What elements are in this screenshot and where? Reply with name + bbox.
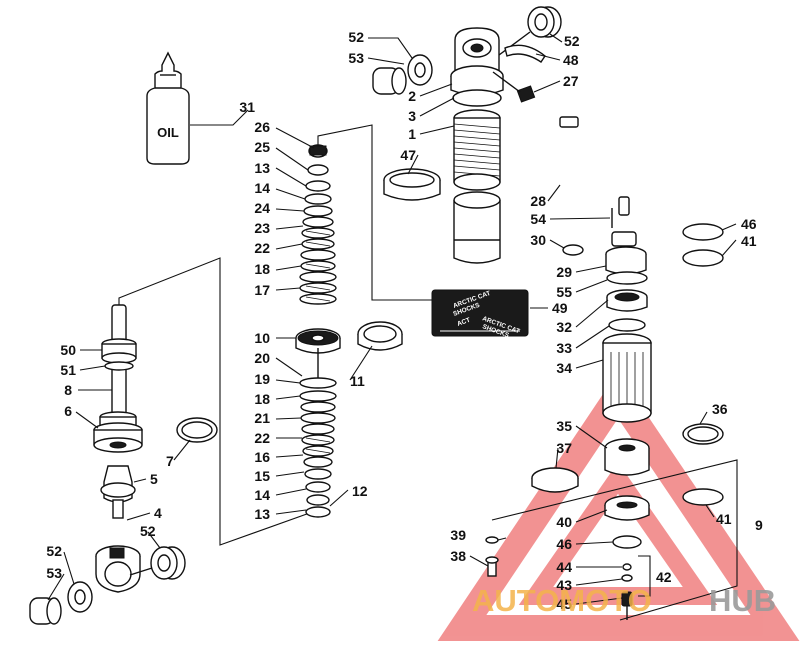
- callout-18-lower: 18: [254, 391, 270, 407]
- callout-55: 55: [556, 284, 572, 300]
- callout-9: 9: [755, 517, 763, 533]
- oil-bottle: OIL: [146, 51, 190, 165]
- callout-44: 44: [556, 559, 572, 575]
- callout-41-upper: 41: [741, 233, 757, 249]
- callout-14-lower: 14: [254, 487, 270, 503]
- reservoir-assembly: [485, 116, 724, 620]
- callout-13-upper: 13: [254, 160, 270, 176]
- callout-29: 29: [556, 264, 572, 280]
- callout-14-upper: 14: [254, 180, 270, 196]
- callout-48: 48: [563, 52, 579, 68]
- callout-31: 31: [239, 99, 255, 115]
- upper-shim-stack: [299, 180, 337, 305]
- callout-51: 51: [60, 362, 76, 378]
- callout-25: 25: [254, 139, 270, 155]
- watermark-word-part1: AUTOMOTO: [472, 583, 652, 618]
- callout-28: 28: [530, 193, 546, 209]
- callout-4: 4: [154, 505, 162, 521]
- callout-32: 32: [556, 319, 572, 335]
- callout-23: 23: [254, 220, 270, 236]
- callout-24: 24: [254, 200, 270, 216]
- callout-41-lower: 41: [716, 511, 732, 527]
- callout-6: 6: [64, 403, 72, 419]
- callout-52-upper-right: 52: [564, 33, 580, 49]
- callout-40: 40: [556, 514, 572, 530]
- watermark-logo: [437, 371, 800, 641]
- callout-11: 11: [350, 373, 365, 389]
- callout-50: 50: [60, 342, 76, 358]
- callout-49: 49: [552, 300, 568, 316]
- callout-46-lower: 46: [556, 536, 572, 552]
- callout-35: 35: [556, 418, 572, 434]
- callout-18-upper: 18: [254, 261, 270, 277]
- valve-stack: [295, 144, 403, 518]
- callout-22-lower: 22: [254, 430, 270, 446]
- decal: ARCTIC CAT SHOCKS ACT ARCTIC CAT SHOCKS: [431, 289, 529, 340]
- callout-15: 15: [254, 468, 270, 484]
- callout-53-upper: 53: [348, 50, 364, 66]
- callout-52-lower-left: 52: [46, 543, 62, 559]
- callout-54: 54: [530, 211, 546, 227]
- callout-17: 17: [254, 282, 270, 298]
- callout-3: 3: [408, 108, 416, 124]
- callout-34: 34: [556, 360, 572, 376]
- callout-2: 2: [408, 88, 416, 104]
- oil-bottle-label: OIL: [157, 125, 179, 140]
- leader-lines: [47, 33, 737, 605]
- callout-36: 36: [712, 401, 728, 417]
- callout-37: 37: [556, 440, 572, 456]
- callout-26: 26: [254, 119, 270, 135]
- callout-8: 8: [64, 382, 72, 398]
- callout-10: 10: [254, 330, 270, 346]
- callout-20: 20: [254, 350, 270, 366]
- callout-22-upper: 22: [254, 240, 270, 256]
- callout-43: 43: [556, 577, 572, 593]
- callout-52-lower-right: 52: [140, 523, 156, 539]
- callout-52-upper-left: 52: [348, 29, 364, 45]
- callout-30: 30: [530, 232, 546, 248]
- callout-42: 42: [656, 569, 672, 585]
- callout-27: 27: [563, 73, 579, 89]
- watermark-text: AUTOMOTO HUB: [472, 583, 776, 618]
- watermark-triangle-inner: [518, 462, 718, 605]
- lower-shim-stack: [299, 377, 337, 518]
- callout-53-lower: 53: [46, 565, 62, 581]
- callout-21: 21: [254, 410, 270, 426]
- callout-46-upper: 46: [741, 216, 757, 232]
- callout-39: 39: [450, 527, 466, 543]
- callout-13-lower: 13: [254, 506, 270, 522]
- decal-brand-mark: ACT: [456, 317, 471, 328]
- callout-45: 45: [556, 596, 572, 612]
- callout-7: 7: [166, 453, 174, 469]
- callout-19: 19: [254, 371, 270, 387]
- callout-38: 38: [450, 548, 466, 564]
- watermark-triangle-outer: [437, 371, 800, 641]
- upper-body-assembly: [372, 6, 562, 264]
- callout-33: 33: [556, 340, 572, 356]
- callout-5: 5: [150, 471, 158, 487]
- callout-12: 12: [352, 483, 368, 499]
- shaft-assembly: [29, 304, 218, 625]
- callout-numbers: 31 26 25 13 14 24 23 22 18 17 10 20 19 1…: [46, 29, 763, 612]
- watermark-word-part2: HUB: [709, 583, 776, 618]
- callout-47: 47: [400, 147, 416, 163]
- callout-1: 1: [408, 126, 416, 142]
- callout-16: 16: [254, 449, 270, 465]
